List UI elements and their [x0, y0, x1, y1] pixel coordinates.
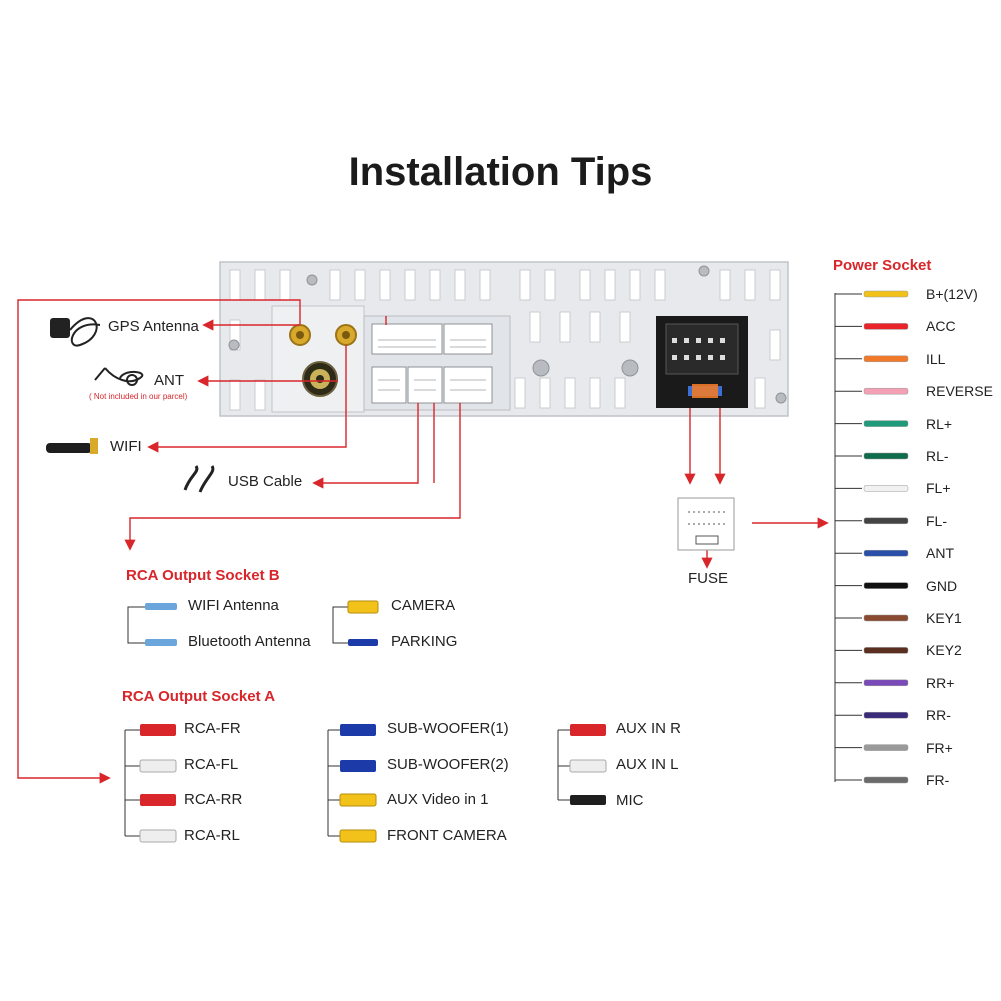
wire-swatch — [863, 744, 909, 751]
wire-label: KEY1 — [926, 610, 962, 626]
rca-b-item: CAMERA — [391, 597, 456, 614]
wire-swatch — [863, 387, 909, 395]
wire-swatch — [863, 711, 909, 719]
rca-a-item: RCA-RR — [184, 791, 243, 808]
wire-label: ILL — [926, 350, 946, 367]
wire-label: KEY2 — [926, 642, 962, 659]
rca-a-item: AUX IN L — [616, 756, 679, 773]
wire-label: FL- — [926, 512, 947, 529]
wire-label: ANT — [926, 545, 954, 562]
wire-label: RL- — [926, 448, 949, 464]
wire-swatch — [863, 355, 909, 363]
wire-swatch — [863, 582, 909, 589]
wifi-label: WIFI — [110, 438, 142, 455]
rca-b-item: WIFI Antenna — [188, 597, 279, 614]
wire-swatch — [863, 647, 909, 654]
wire-swatch — [863, 452, 909, 460]
fuse-label: FUSE — [688, 570, 729, 587]
usb-cable-label: USB Cable — [228, 473, 303, 490]
wire-label: ACC — [926, 318, 956, 335]
rca-b-title: RCA Output Socket B — [126, 567, 280, 584]
wire-swatch — [863, 290, 909, 298]
wifi-antenna-icon — [46, 438, 98, 454]
rca-b-brackets — [127, 606, 348, 644]
power-connector-icon — [656, 316, 748, 408]
wire-label: B+(12V) — [926, 286, 978, 302]
rca-a-brackets — [124, 729, 570, 837]
wire-swatch — [863, 517, 909, 525]
wire-swatch — [863, 679, 909, 687]
rca-a-item: RCA-FR — [184, 720, 241, 737]
rca-a-item: FRONT CAMERA — [387, 827, 507, 844]
wire-label: REVERSE — [926, 383, 993, 400]
wire-swatch — [863, 485, 909, 492]
rca-b-item: Bluetooth Antenna — [188, 633, 311, 650]
fm-antenna-icon — [94, 367, 144, 386]
fm-antenna-connector-icon — [335, 324, 357, 346]
panel-screws — [228, 265, 787, 404]
power-socket-title: Power Socket — [833, 257, 932, 274]
rca-a-title: RCA Output Socket A — [122, 688, 276, 705]
usb-rca-connector-block — [371, 323, 493, 404]
rca-b-item: PARKING — [391, 633, 458, 650]
rca-a-item: AUX IN R — [616, 720, 682, 737]
page-title: Installation Tips — [348, 150, 653, 194]
gps-antenna-icon — [50, 317, 101, 347]
wire-swatch — [863, 776, 909, 784]
wire-label: FR+ — [926, 739, 953, 756]
wire-label: RL+ — [926, 415, 953, 432]
rca-b-connectors — [145, 600, 379, 646]
fuse-harness-icon — [677, 497, 735, 551]
wifi-connector-icon — [302, 361, 338, 397]
wire-label: FL+ — [926, 480, 951, 497]
wire-label: FR- — [926, 772, 950, 788]
vent-slots-top — [229, 269, 781, 301]
rca-a-item: RCA-RL — [184, 827, 240, 844]
power-socket-wires — [835, 290, 909, 784]
ant-note: ( Not included in our parcel) — [89, 392, 188, 401]
usb-cable-icon — [183, 465, 215, 493]
wire-label: RR- — [926, 707, 951, 724]
wire-label: RR+ — [926, 674, 955, 691]
wire-swatch — [863, 420, 909, 427]
rca-a-item: SUB-WOOFER(1) — [387, 720, 509, 737]
ant-label: ANT — [154, 372, 184, 389]
wire-swatch — [863, 549, 909, 557]
rca-a-item: AUX Video in 1 — [387, 791, 489, 808]
gps-antenna-label: GPS Antenna — [108, 318, 199, 335]
leader-lines — [17, 299, 829, 784]
rca-a-item: MIC — [616, 792, 644, 809]
rca-a-connectors — [139, 724, 607, 843]
rca-a-item: SUB-WOOFER(2) — [387, 756, 509, 773]
wire-swatch — [863, 323, 909, 330]
gps-connector-icon — [289, 324, 311, 346]
rca-a-item: RCA-FL — [184, 756, 239, 773]
wire-label: GND — [926, 577, 958, 594]
wire-swatch — [863, 614, 909, 622]
